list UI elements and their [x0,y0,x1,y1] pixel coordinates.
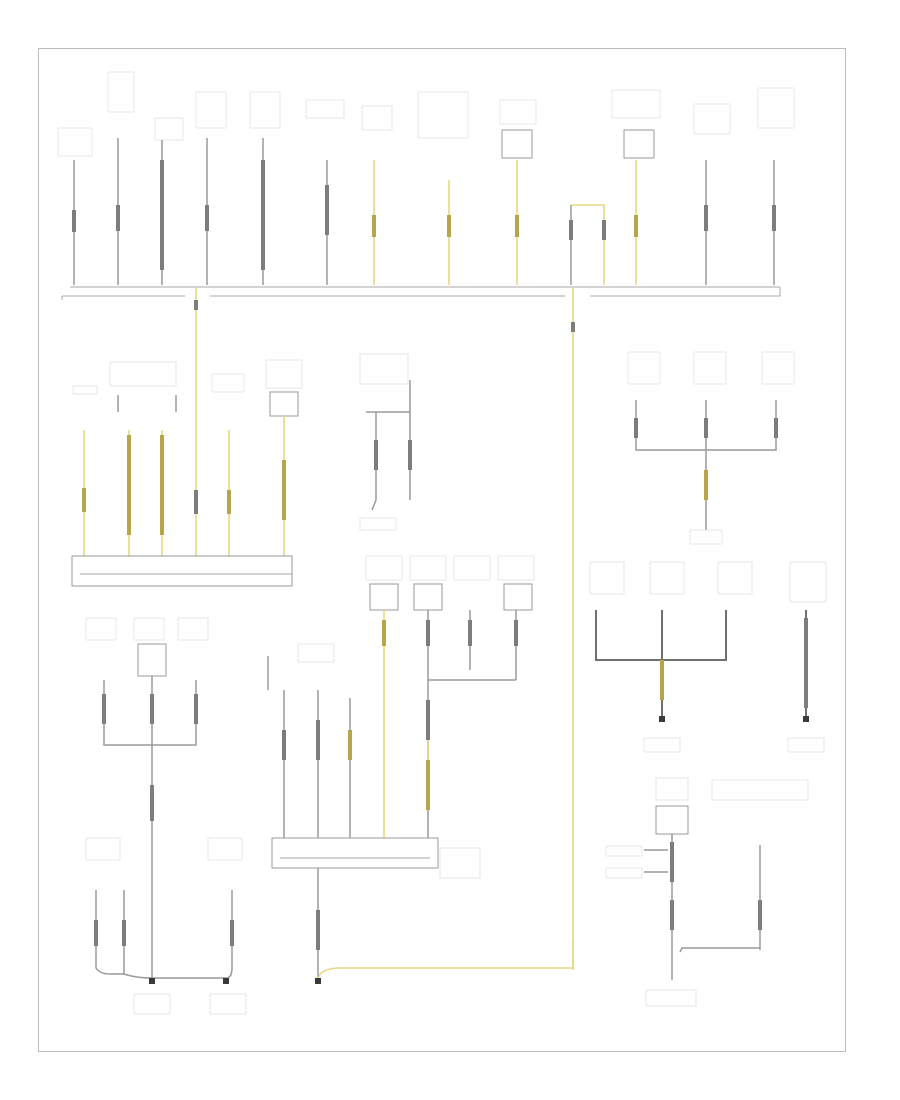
middle-left-labels [72,359,303,395]
injector-group-upper [627,351,795,545]
lower-left-group [85,617,247,1015]
top-component-labels [57,71,795,157]
lower-right-group [605,777,809,1007]
right-injector-groups [589,351,827,753]
top-wires [73,138,775,285]
top-junction-bus [61,286,781,970]
center-upper-block [359,353,412,531]
middle-left-junction [71,555,293,587]
center-sensor-group [267,555,574,984]
engine-junction [267,643,574,984]
injector-group-lower [589,561,827,753]
top-component-boxes [501,129,655,159]
top-component-group [57,71,795,970]
diagram-border [38,48,846,1052]
middle-left-group [71,353,412,587]
sensor-boxes [365,555,535,611]
middle-left-wires [82,416,286,558]
top-connectors [72,160,776,270]
